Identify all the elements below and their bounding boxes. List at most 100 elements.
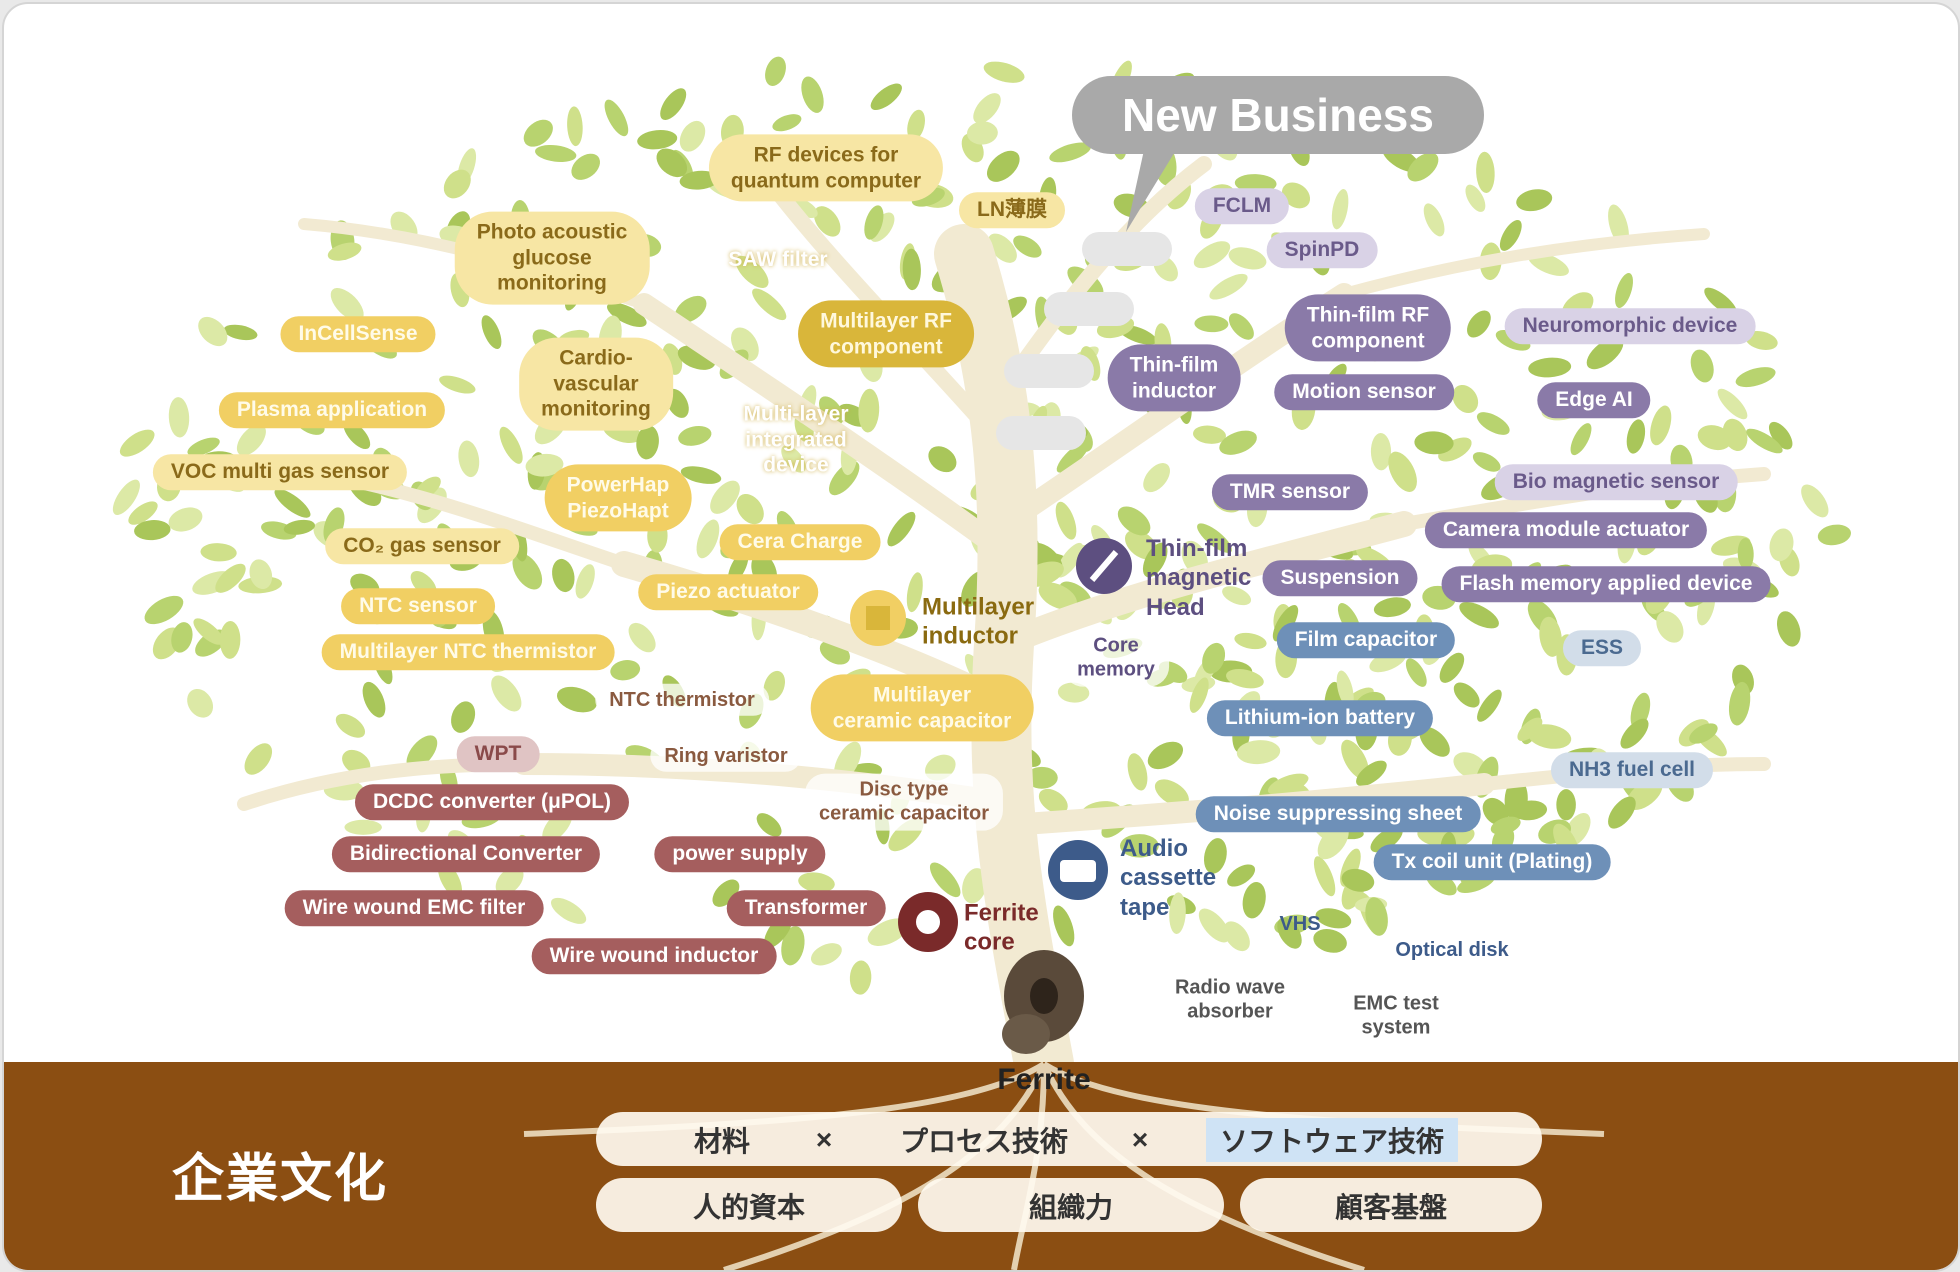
leaf-shape — [906, 572, 923, 613]
leaf-shape — [1650, 405, 1672, 446]
neuromorphic-label: Neuromorphic device — [1504, 308, 1756, 344]
leaf-shape — [1142, 542, 1168, 578]
leaf-shape — [1038, 788, 1068, 814]
leaf-shape — [1317, 823, 1349, 860]
leaf-shape — [1169, 892, 1186, 935]
leaf-shape — [406, 735, 438, 770]
human-capital-label: 人的資本 — [692, 1192, 806, 1223]
bio-magnetic-label: Bio magnetic sensor — [1494, 464, 1738, 500]
magnetic-head-icon — [1076, 538, 1132, 594]
times-symbol: × — [815, 1124, 833, 1155]
vhs-label: VHS — [1279, 912, 1321, 935]
ferrite-root-label: Ferrite — [997, 1063, 1091, 1096]
leaf-shape — [1620, 718, 1649, 749]
leaf-shape — [198, 316, 228, 347]
leaf-shape — [1556, 789, 1576, 821]
leaf-shape — [274, 488, 311, 518]
multilayer-inductor-icon — [850, 590, 906, 646]
leaf-shape — [813, 206, 841, 237]
cera-charge-label: Cera Charge — [719, 524, 881, 560]
leaf-shape — [223, 324, 258, 341]
leaf-shape — [736, 493, 764, 525]
leaf-shape — [523, 119, 553, 147]
leaf-shape — [801, 76, 824, 113]
leaf-shape — [1407, 152, 1439, 182]
leaf-shape — [1365, 897, 1388, 936]
leaf-shape — [966, 121, 998, 145]
leaf-shape — [1528, 357, 1572, 378]
nh3-fuel-cell-label: NH3 fuel cell — [1550, 752, 1714, 788]
times-symbol: × — [1131, 1124, 1149, 1155]
foundation-row-2-a — [596, 1178, 902, 1232]
leaf-shape — [439, 375, 476, 394]
leaf-shape — [1236, 740, 1281, 765]
leaf-shape — [327, 242, 362, 261]
leaf-shape — [1049, 142, 1092, 163]
leaf-shape — [525, 453, 564, 477]
flash-memory-label: Flash memory applied device — [1441, 566, 1771, 602]
leaf-shape — [283, 519, 316, 535]
tx-coil-label: Tx coil unit (Plating) — [1373, 844, 1611, 880]
leaf-shape — [606, 302, 647, 327]
leaf-shape — [512, 553, 543, 590]
leaf-shape — [1656, 611, 1684, 643]
leaf-shape — [763, 670, 786, 701]
leaf-shape — [604, 99, 629, 137]
leaf-shape — [236, 424, 266, 456]
leaf-shape — [772, 114, 802, 132]
saw-filter-label: SAW filter — [728, 248, 828, 272]
leaf-shape — [552, 558, 575, 593]
leaf-shape — [756, 813, 782, 837]
leaf-shape — [781, 926, 805, 966]
leaf-shape — [752, 288, 787, 321]
edge-ai-label: Edge AI — [1537, 382, 1651, 418]
leaf-shape — [1315, 908, 1352, 929]
foundation-row-2-b — [918, 1178, 1224, 1232]
leaf-shape — [858, 388, 880, 433]
leaf-shape — [1476, 412, 1510, 435]
leaf-shape — [1193, 425, 1226, 444]
wire-inductor-label: Wire wound inductor — [531, 938, 777, 974]
leaf-shape — [495, 866, 524, 896]
leaf-shape — [986, 150, 1020, 182]
multilayer-ntc-label: Multilayer NTC thermistor — [321, 634, 615, 670]
piezo-actuator-label: Piezo actuator — [638, 574, 818, 610]
leaf-shape — [1465, 184, 1486, 212]
leaf-shape — [1689, 723, 1718, 744]
leaf-shape — [1405, 658, 1427, 687]
leaf-shape — [1143, 463, 1170, 493]
leaf-shape — [1053, 905, 1075, 947]
leaf-shape — [1570, 423, 1592, 456]
leaf-shape — [1615, 272, 1633, 309]
leaf-shape — [1228, 313, 1254, 340]
leaf-shape — [219, 620, 241, 659]
leaf-shape — [929, 862, 961, 898]
leaf-shape — [1768, 421, 1793, 450]
leaf-shape — [144, 595, 184, 625]
leaf-shape — [1331, 189, 1349, 230]
leaf-shape — [535, 145, 577, 162]
lithium-battery-label: Lithium-ion battery — [1206, 700, 1434, 736]
leaf-shape — [330, 288, 364, 321]
leaf-shape — [1202, 642, 1226, 674]
leaf-shape — [781, 445, 806, 473]
leaf-shape — [810, 943, 842, 966]
ferrite-core-icon — [1002, 950, 1084, 1054]
leaf-shape — [1423, 203, 1445, 237]
leaf-shape — [128, 501, 158, 525]
leaf-shape — [1697, 425, 1732, 451]
leaf-shape — [1267, 773, 1309, 796]
customer-base-label: 顧客基盤 — [1334, 1192, 1448, 1223]
voc-sensor-label: VOC multi gas sensor — [152, 454, 408, 490]
ntc-thermistor-label: NTC thermistor — [595, 683, 769, 717]
wpt-label: WPT — [456, 736, 540, 772]
leaf-shape — [1341, 739, 1369, 780]
